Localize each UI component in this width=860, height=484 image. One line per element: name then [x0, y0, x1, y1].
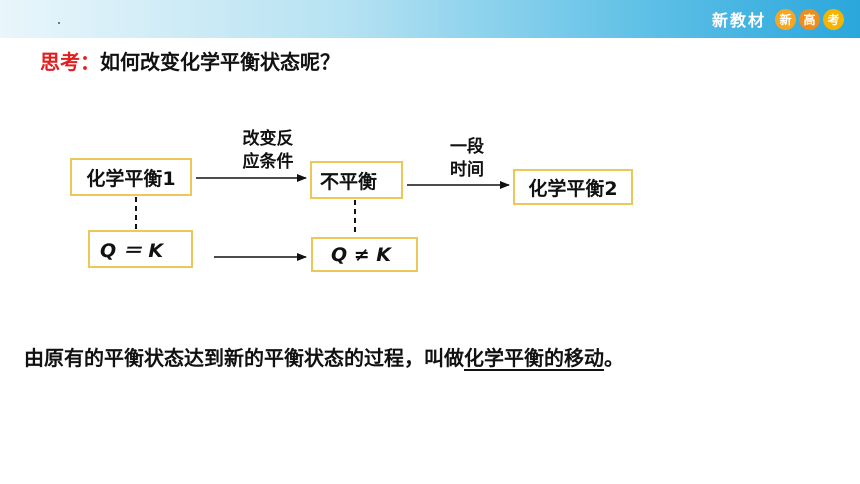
arrow2-label: 一段 时间 — [440, 136, 494, 182]
arrow1-label-line2: 应条件 — [242, 152, 294, 172]
brand-text: 新教材 — [711, 11, 766, 30]
brand-badge-xin: 新 — [775, 8, 796, 30]
title-label: 思考： — [40, 50, 100, 74]
conclusion-term: 化学平衡的移动 — [464, 346, 604, 370]
conclusion-end: 。 — [604, 346, 624, 370]
box-q-not-equals-k: Q ≠ K — [311, 237, 418, 272]
arrow1-label: 改变反 应条件 — [232, 128, 304, 174]
arrow2-label-line2: 时间 — [450, 160, 484, 180]
brand-logo: 新教材 新 高 考 — [712, 8, 844, 30]
arrow1-label-line1: 改变反 — [242, 129, 294, 149]
header-dot — [58, 22, 60, 24]
conclusion-text: 由原有的平衡状态达到新的平衡状态的过程，叫做 — [24, 346, 464, 370]
brand-badge-gao: 高 — [799, 8, 820, 30]
page-title: 思考：如何改变化学平衡状态呢？ — [40, 46, 340, 75]
box-equilibrium-1: 化学平衡1 — [70, 158, 192, 196]
brand-badge-kao: 考 — [823, 8, 844, 30]
box-equilibrium-2: 化学平衡2 — [513, 169, 633, 205]
conclusion-sentence: 由原有的平衡状态达到新的平衡状态的过程，叫做化学平衡的移动。 — [24, 342, 624, 371]
header-bar: 新教材 新 高 考 — [0, 0, 860, 38]
box-not-equilibrium: 不平衡 — [310, 161, 403, 199]
box-q-equals-k: Q ＝ K — [88, 230, 193, 268]
title-question: 如何改变化学平衡状态呢？ — [100, 50, 340, 74]
arrow2-label-line1: 一段 — [450, 137, 484, 157]
